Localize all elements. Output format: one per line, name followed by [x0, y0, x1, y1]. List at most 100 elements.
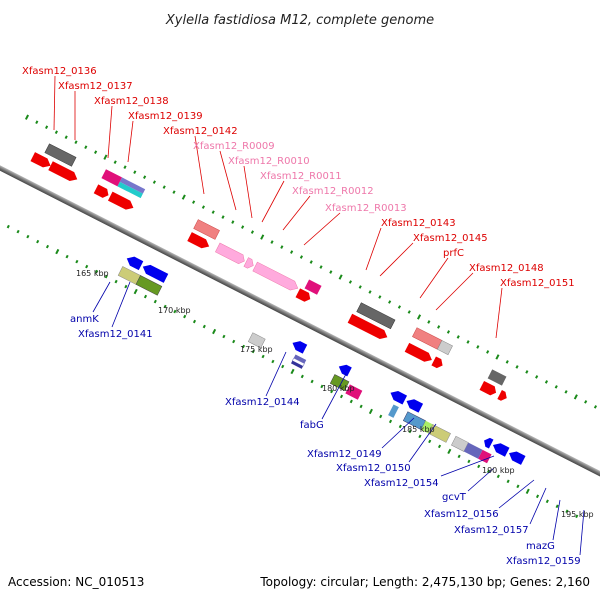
tick-mark — [418, 434, 422, 439]
tick-mark — [133, 288, 138, 295]
tick-mark — [250, 230, 254, 234]
tick-mark — [349, 399, 353, 404]
gene-block — [487, 369, 507, 386]
tick-mark — [260, 234, 265, 240]
tick-mark — [564, 390, 568, 394]
tick-mark — [456, 335, 460, 339]
gene-arrow — [338, 364, 352, 377]
tick-mark — [388, 419, 393, 424]
gene-label: fabG — [300, 420, 324, 431]
tick-mark — [446, 330, 451, 334]
gene-block — [427, 424, 451, 443]
top-label-group: Xfasm12_0136 Xfasm12_0137 Xfasm12_0138 X… — [22, 66, 575, 289]
gene-arrow — [126, 256, 144, 271]
tick-mark — [476, 345, 480, 349]
tick-mark — [506, 479, 510, 484]
tick-mark — [338, 274, 343, 280]
tick-mark — [241, 344, 246, 349]
top-leaders — [53, 75, 503, 339]
map-title: Xylella fastidiosa M12, complete genome — [165, 13, 434, 28]
tick-mark — [85, 264, 89, 269]
scale-label: 195 kbp — [561, 510, 594, 519]
tick-mark — [35, 120, 39, 125]
tick-mark — [201, 205, 205, 209]
leader-line — [243, 165, 253, 219]
tick-mark — [309, 260, 313, 264]
tick-mark — [281, 364, 285, 369]
gene-block — [292, 357, 305, 367]
topology-text: Topology: circular; Length: 2,475,130 bp… — [259, 575, 590, 589]
gene-label: Xfasm12_0144 — [225, 397, 300, 408]
tick-mark — [75, 259, 79, 264]
tick-mark — [6, 224, 10, 229]
scale-label-group: 165 kbp 170 kbp 175 kbp 180 kbp 185 kbp … — [76, 269, 594, 519]
top-features — [30, 143, 507, 401]
gene-label: Xfasm12_0145 — [413, 233, 488, 244]
gene-block — [193, 219, 220, 240]
tick-mark — [143, 294, 148, 299]
tick-mark — [16, 229, 20, 234]
tick-mark — [84, 145, 88, 149]
gene-block — [388, 404, 399, 418]
leader-line — [552, 499, 561, 541]
gene-label: mazG — [526, 541, 555, 552]
leader-line — [265, 351, 287, 397]
rna-arrow — [243, 257, 254, 269]
gene-block — [463, 442, 483, 459]
gene-arrow — [484, 437, 494, 449]
tick-mark — [428, 439, 432, 444]
tick-mark — [45, 244, 50, 249]
tick-mark — [24, 114, 30, 120]
scale-label: 175 kbp — [240, 345, 273, 354]
tick-mark — [505, 360, 509, 364]
rna-arrow — [252, 261, 299, 291]
tick-mark — [114, 279, 118, 284]
rna-label: Xfasm12_R0009 — [193, 141, 275, 152]
tick-mark — [65, 254, 69, 259]
leader-line — [495, 287, 503, 339]
tick-mark — [329, 270, 333, 274]
tick-mark — [143, 175, 147, 179]
tick-mark — [545, 499, 549, 504]
tick-mark — [124, 284, 128, 289]
tick-mark — [261, 354, 265, 359]
gene-label: Xfasm12_0142 — [163, 126, 238, 137]
rna-label: Xfasm12_R0010 — [228, 156, 310, 167]
gene-arrow — [48, 161, 78, 182]
tick-mark — [575, 514, 579, 519]
tick-mark — [45, 125, 49, 129]
genome-backbone — [0, 156, 600, 489]
tick-mark — [593, 405, 598, 409]
gene-label: Xfasm12_0143 — [381, 218, 456, 229]
tick-mark — [290, 250, 294, 254]
tick-mark — [437, 444, 442, 449]
leader-line — [111, 281, 131, 328]
leader-line — [194, 135, 205, 195]
leader-line — [419, 257, 449, 299]
tick-mark — [319, 265, 323, 269]
rna-label: Xfasm12_R0012 — [292, 186, 374, 197]
gene-label: anmK — [70, 314, 99, 325]
tick-mark — [290, 368, 295, 375]
tick-mark — [133, 170, 137, 174]
leader-line — [303, 212, 341, 246]
tick-mark — [457, 454, 461, 459]
tick-mark — [64, 135, 68, 139]
tick-mark — [241, 225, 245, 229]
tick-mark — [221, 215, 225, 219]
tick-mark — [554, 385, 558, 389]
gene-label: Xfasm12_0141 — [78, 329, 153, 340]
leader-line — [529, 487, 547, 525]
leader-line — [467, 467, 495, 492]
leader-line — [365, 227, 382, 271]
gene-block — [345, 384, 363, 400]
tick-mark — [172, 190, 176, 194]
tick-mark — [397, 305, 402, 309]
tick-mark — [192, 319, 197, 324]
tick-mark — [388, 300, 392, 304]
tick-mark — [222, 334, 226, 339]
tick-mark — [211, 210, 215, 214]
tick-mark — [271, 359, 275, 364]
bottom-label-group: anmK Xfasm12_0141 Xfasm12_0144 fabG Xfas… — [70, 314, 581, 567]
tick-mark — [584, 400, 588, 404]
